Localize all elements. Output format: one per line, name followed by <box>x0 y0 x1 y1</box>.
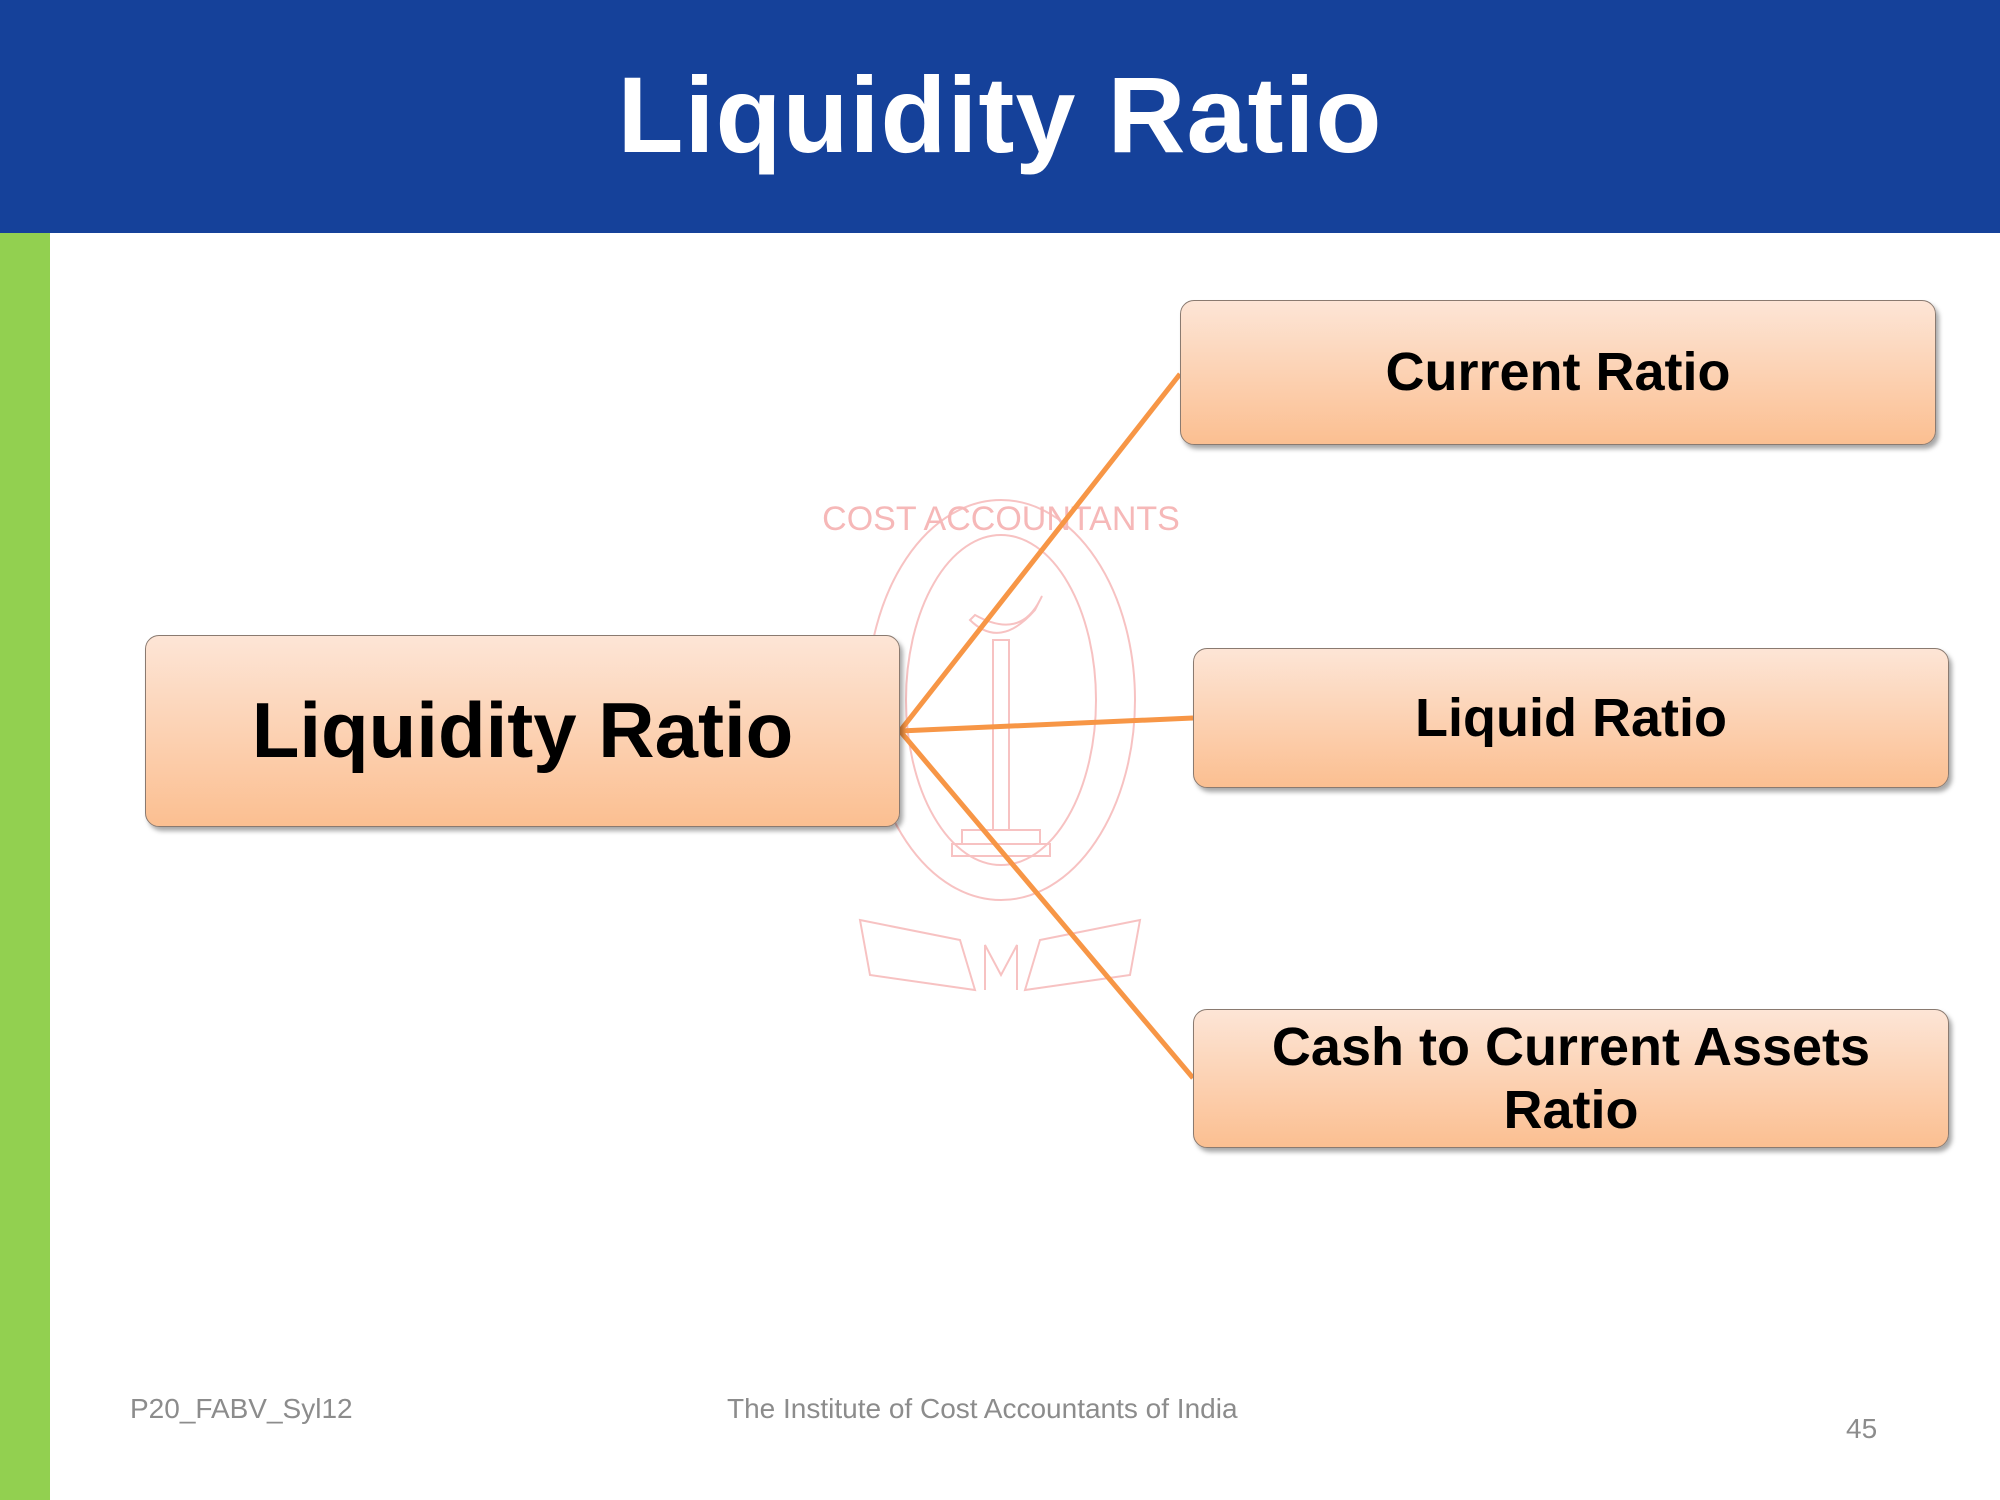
node-label: Cash to Current Assets Ratio <box>1271 1017 1871 1140</box>
accent-bar <box>0 233 50 1500</box>
node-liquid-ratio: Liquid Ratio <box>1193 648 1949 788</box>
seal-text: COST ACCOUNTANTS <box>822 500 1180 538</box>
node-current-ratio: Current Ratio <box>1180 300 1936 445</box>
title-bar: Liquidity Ratio <box>0 0 2000 233</box>
connector-cash-ratio <box>898 729 1195 1080</box>
node-cash-to-current-assets-ratio: Cash to Current Assets Ratio <box>1193 1009 1949 1148</box>
footer-code: P20_FABV_Syl12 <box>130 1393 353 1424</box>
connector-current-ratio <box>898 372 1182 733</box>
node-label: Liquid Ratio <box>1415 687 1727 748</box>
page-number: 45 <box>1846 1413 1878 1444</box>
footer-institute: The Institute of Cost Accountants of Ind… <box>727 1393 1238 1424</box>
root-node-label: Liquidity Ratio <box>251 686 794 775</box>
slide-title: Liquidity Ratio <box>617 53 1383 175</box>
root-node-liquidity-ratio: Liquidity Ratio <box>145 635 900 827</box>
connector-liquid-ratio <box>899 715 1194 734</box>
node-label: Current Ratio <box>1385 342 1731 403</box>
